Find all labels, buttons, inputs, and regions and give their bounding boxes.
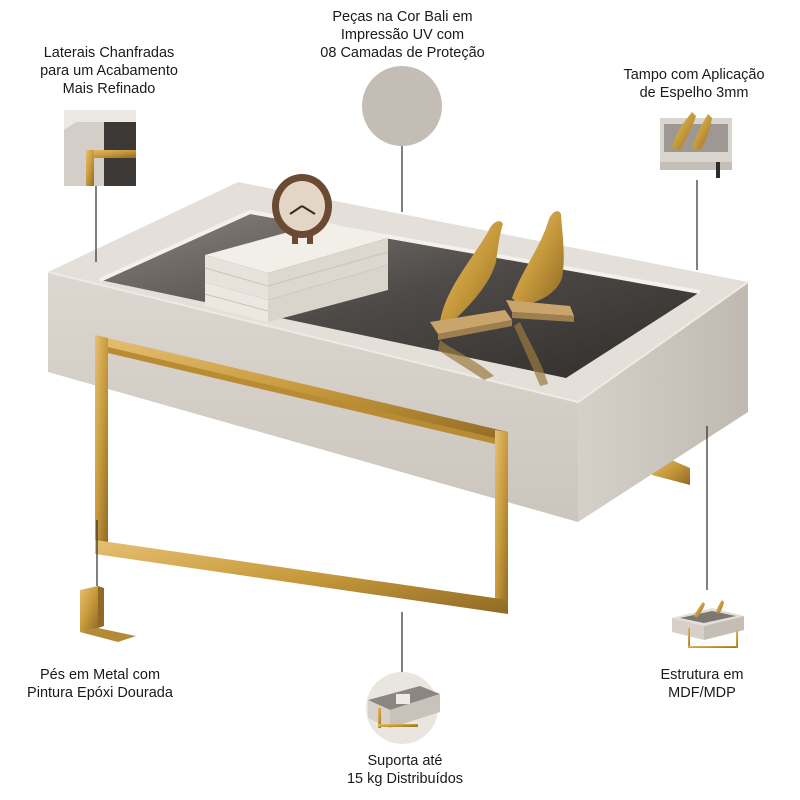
- label-suporta-peso: Suporta até 15 kg Distribuídos: [346, 753, 464, 787]
- detail-metal-foot: [80, 586, 136, 642]
- label-estrutura: Estrutura em MDF/MDP: [660, 667, 744, 701]
- label-chanfradas: Laterais Chanfradas para um Acabamento M…: [40, 45, 178, 97]
- label-tampo-espelho: Tampo com Aplicação de Espelho 3mm: [623, 67, 765, 101]
- swatch-bali-color: [362, 66, 442, 146]
- label-cor-bali: Peças na Cor Bali em Impressão UV com 08…: [320, 9, 485, 61]
- coffee-table: [47, 174, 749, 614]
- table-clock: [272, 174, 332, 244]
- gold-frame: [95, 335, 508, 614]
- detail-chamfer: [64, 110, 136, 186]
- callout-lines: [95, 145, 708, 676]
- detail-weight-support: [366, 672, 440, 744]
- detail-structure: [672, 600, 744, 648]
- gold-bird-right: [506, 211, 574, 322]
- detail-mirror-top: [660, 112, 732, 178]
- table-side-face: [578, 282, 748, 522]
- book-stack: [204, 222, 389, 322]
- label-pes-metal: Pés em Metal com Pintura Epóxi Dourada: [27, 667, 173, 701]
- gold-bird-left: [430, 221, 512, 340]
